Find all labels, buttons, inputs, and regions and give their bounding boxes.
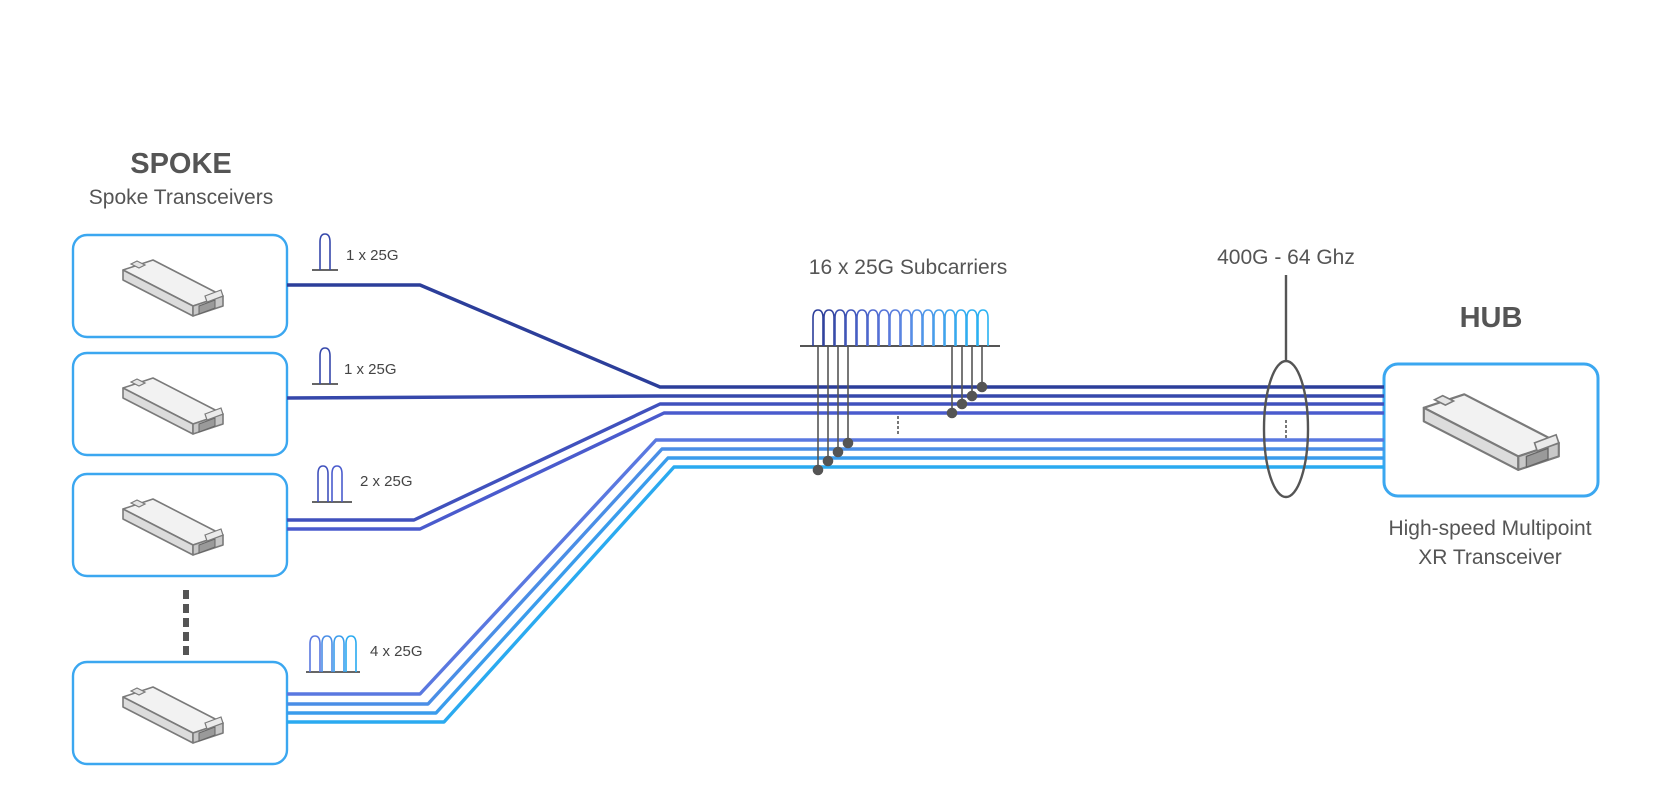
channel-label-spoke-3: 2 x 25G [360, 473, 413, 490]
fiber-lines [286, 283, 1384, 724]
channel-label-spoke-2: 1 x 25G [344, 361, 397, 378]
spectrum-pulse-icon [306, 635, 360, 673]
subcarriers-label: 16 x 25G Subcarriers [808, 256, 1008, 279]
spoke-transceiver-4 [71, 660, 289, 766]
vertical-ellipsis-icon [897, 416, 899, 434]
channel-label-spoke-1: 1 x 25G [346, 247, 399, 264]
channel-label-spoke-4: 4 x 25G [370, 643, 423, 660]
spoke-subtitle: Spoke Transceivers [88, 186, 274, 209]
bandwidth-label: 400G - 64 Ghz [1217, 246, 1355, 269]
hub-title: HUB [1459, 302, 1523, 334]
spectrum-pulse-icon [312, 347, 338, 385]
spoke-transceiver-2 [71, 351, 289, 457]
bandwidth-marker [1262, 275, 1310, 499]
subcarrier-spectrum [800, 309, 1000, 347]
hub-transceiver [1382, 362, 1600, 498]
vertical-ellipsis-icon [183, 590, 189, 655]
vertical-ellipsis-icon [1285, 420, 1287, 438]
subcarrier-drop-lines [812, 346, 988, 476]
spectrum-pulse-icon [312, 233, 338, 271]
spoke-title: SPOKE [130, 148, 232, 180]
spoke-transceiver-1 [71, 233, 289, 339]
spectrum-pulse-icon [312, 465, 352, 503]
hub-description: High-speed Multipoint XR Transceiver [1388, 517, 1592, 569]
spoke-transceiver-3 [71, 472, 289, 578]
